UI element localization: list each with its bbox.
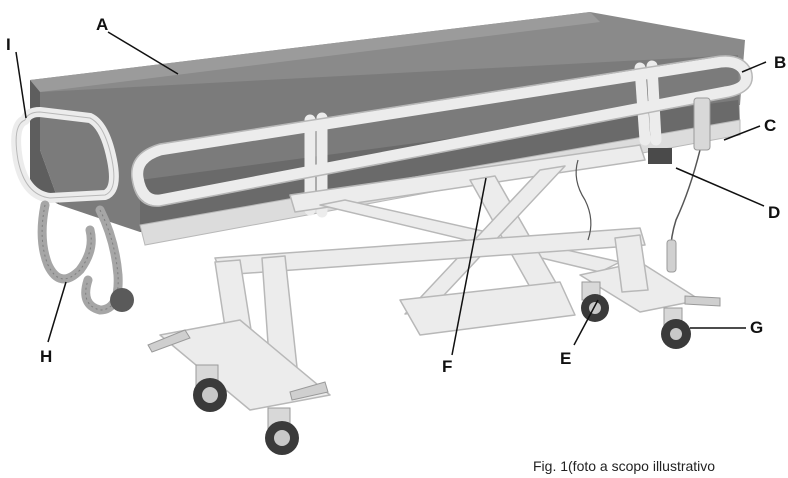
callout-b: B xyxy=(774,53,786,72)
callout-f: F xyxy=(442,357,452,376)
figure-caption: Fig. 1(foto a scopo illustrativo xyxy=(533,458,716,474)
callout-a: A xyxy=(96,15,108,34)
castor-front-left xyxy=(193,364,227,412)
leader-a xyxy=(107,31,179,75)
callout-g: G xyxy=(750,318,763,337)
side-rail-edges xyxy=(131,55,753,207)
head-rail-outline xyxy=(15,111,115,199)
lift-platform xyxy=(399,281,576,336)
side-rail-outline xyxy=(131,55,753,207)
hand-control xyxy=(666,97,711,273)
base-leg-right-vertical xyxy=(614,234,649,293)
callout-letters: A B C D E F G H I xyxy=(6,15,786,376)
callout-i: I xyxy=(6,35,11,54)
actuator-box xyxy=(648,148,672,164)
lift-frame xyxy=(159,144,701,411)
hand-control-pendant xyxy=(666,239,677,273)
drain-hose xyxy=(37,200,123,315)
leader-i xyxy=(15,51,27,119)
pedal-left xyxy=(147,329,191,353)
pedals xyxy=(147,295,721,401)
drain-hose-left xyxy=(37,200,96,284)
callout-h: H xyxy=(40,347,52,366)
actuator-cable xyxy=(575,159,592,241)
leader-b xyxy=(741,61,767,73)
side-rail-post-right2 xyxy=(646,60,662,146)
side-rail-post-right xyxy=(634,62,651,146)
leader-c xyxy=(723,125,761,141)
callout-lines xyxy=(15,31,767,356)
leader-d xyxy=(675,167,765,207)
upper-crossbar xyxy=(289,144,646,213)
side-rail-loop xyxy=(132,56,752,206)
leader-f xyxy=(451,177,487,356)
hand-control-body xyxy=(693,97,711,151)
castor-front-right xyxy=(265,407,299,455)
castor-back-left xyxy=(110,288,134,312)
leader-h xyxy=(47,281,67,343)
leader-e-right xyxy=(573,299,599,346)
callout-d: D xyxy=(768,203,780,222)
castor-rear-right xyxy=(661,307,691,349)
castor-wheels xyxy=(110,281,691,455)
callout-c: C xyxy=(764,116,776,135)
pedal-right xyxy=(684,295,721,307)
pedal-mid xyxy=(289,381,329,401)
callout-e: E xyxy=(560,349,571,368)
tub-top-rim xyxy=(30,12,600,92)
